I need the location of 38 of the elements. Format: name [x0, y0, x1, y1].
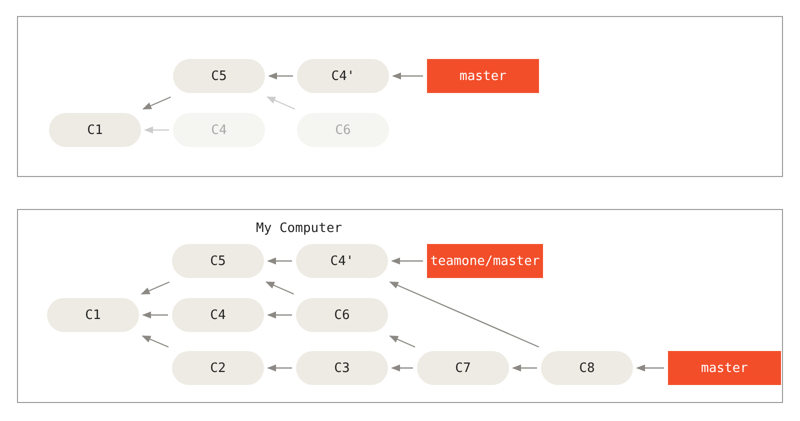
commit-node: C4	[173, 113, 265, 147]
commit-node: C4	[172, 298, 264, 332]
arrow	[267, 364, 292, 372]
arrow	[391, 364, 413, 372]
arrow	[389, 281, 540, 348]
arrow	[266, 96, 296, 110]
arrow	[267, 257, 292, 265]
panel-title: My Computer	[256, 221, 342, 236]
arrow	[140, 281, 170, 295]
arrow	[268, 72, 293, 80]
branch-label: master	[427, 59, 539, 93]
branch-label: teamone/master	[427, 244, 543, 278]
commit-node: C1	[47, 298, 139, 332]
arrow	[144, 126, 169, 134]
arrow	[142, 335, 169, 348]
commit-node: C7	[417, 351, 509, 385]
panel	[17, 16, 783, 177]
arrow	[142, 96, 172, 110]
panel	[17, 209, 783, 403]
arrow	[636, 364, 664, 372]
commit-node: C8	[541, 351, 633, 385]
commit-node: C1	[49, 113, 141, 147]
commit-node: C4'	[297, 59, 389, 93]
arrow	[391, 257, 423, 265]
arrow	[392, 72, 423, 80]
arrow	[265, 281, 294, 295]
arrow	[142, 311, 168, 319]
branch-label: master	[668, 351, 781, 385]
commit-node: C6	[297, 113, 389, 147]
commit-node: C5	[173, 59, 265, 93]
arrow	[267, 311, 292, 319]
arrow	[512, 364, 537, 372]
commit-node: C6	[296, 298, 388, 332]
commit-node: C5	[172, 244, 264, 278]
commit-node: C4'	[296, 244, 388, 278]
arrow	[389, 335, 416, 348]
commit-node: C3	[296, 351, 388, 385]
commit-node: C2	[172, 351, 264, 385]
